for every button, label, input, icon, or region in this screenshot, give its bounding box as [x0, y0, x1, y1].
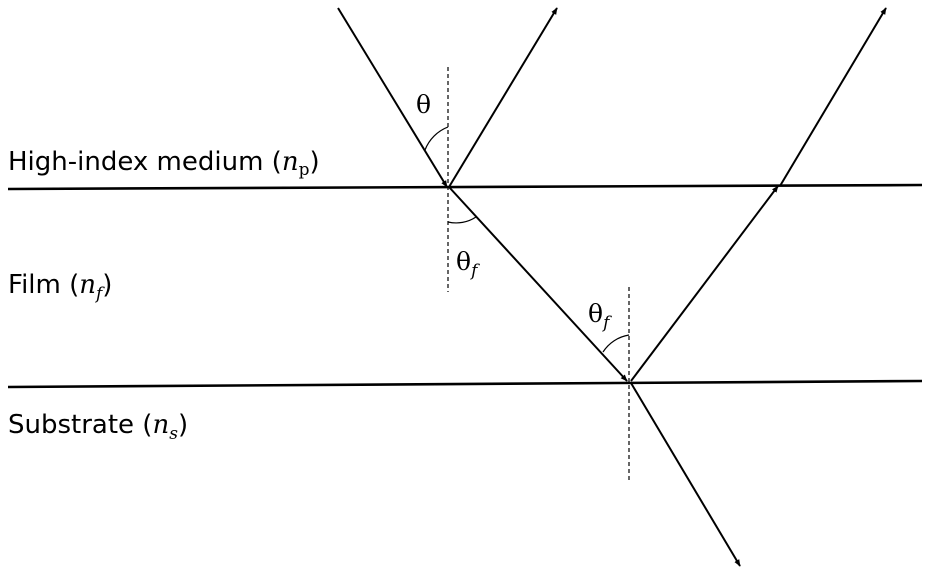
interface-top-line [7, 183, 923, 191]
label-high-index-medium: High-index medium (np) [8, 147, 320, 180]
reflected-ray-top [448, 7, 558, 188]
angle-label-theta: θ [416, 90, 431, 119]
incident-ray [337, 7, 448, 188]
angle-arc-incident [424, 126, 449, 151]
refracted-ray-in-film [448, 186, 628, 382]
angle-label-theta-f-top: θf [456, 247, 480, 281]
angle-label-theta-f-bottom: θf [588, 299, 612, 333]
reflected-ray-bottom [630, 185, 779, 382]
interface-bottom-line [7, 379, 923, 389]
label-film: Film (nf) [8, 270, 112, 304]
angle-arc-refracted-top [447, 216, 477, 224]
label-substrate: Substrate (ns) [8, 410, 188, 444]
transmitted-ray-substrate [630, 382, 741, 567]
transmitted-ray-top [779, 7, 887, 187]
angle-arc-refracted-bottom [602, 334, 630, 353]
